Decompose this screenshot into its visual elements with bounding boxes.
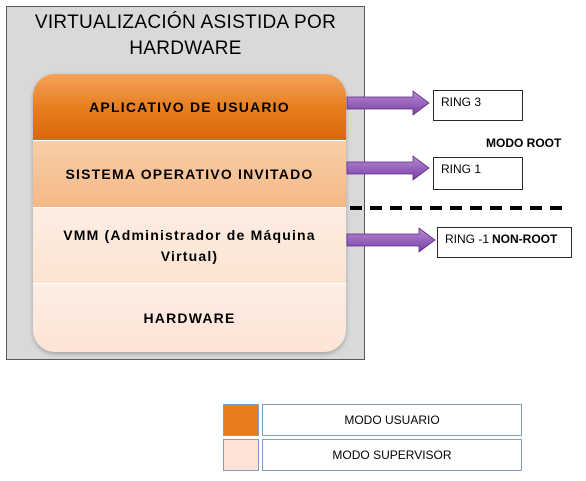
- arrow-ring1-icon: [346, 155, 430, 181]
- layer-label: HARDWARE: [143, 309, 236, 326]
- layer-hardware: HARDWARE: [33, 283, 346, 352]
- ring-mode-label: NON-ROOT: [492, 232, 558, 246]
- layer-label: VMM (Administrador de Máquina Virtual): [63, 226, 316, 264]
- legend-swatch-supervisor: [223, 439, 259, 471]
- arrow-ring-1-icon: [346, 227, 436, 253]
- ring-label: RING -1: [445, 232, 490, 246]
- layer-stack: APLICATIVO DE USUARIO SISTEMA OPERATIVO …: [33, 74, 346, 352]
- layer-sistema-operativo-invitado: SISTEMA OPERATIVO INVITADO: [33, 140, 346, 207]
- ring-label: RING 3: [441, 95, 482, 109]
- legend-swatch-usuario: [223, 404, 259, 436]
- layer-vmm: VMM (Administrador de Máquina Virtual): [33, 207, 346, 283]
- modo-root-label: MODO ROOT: [486, 136, 562, 150]
- ring-3-box: RING 3: [433, 90, 523, 121]
- layer-aplicativo-usuario: APLICATIVO DE USUARIO: [33, 74, 346, 140]
- layer-label: SISTEMA OPERATIVO INVITADO: [65, 165, 314, 182]
- ring-label: RING 1: [441, 162, 482, 176]
- legend-label-supervisor: MODO SUPERVISOR: [262, 439, 522, 471]
- diagram-title: VIRTUALIZACIÓN ASISTIDA POR HARDWARE: [34, 12, 337, 59]
- arrow-ring3-icon: [346, 90, 430, 116]
- ring-1-box: RING 1: [433, 157, 523, 190]
- legend-label-usuario: MODO USUARIO: [262, 404, 522, 436]
- layer-label: APLICATIVO DE USUARIO: [89, 98, 290, 115]
